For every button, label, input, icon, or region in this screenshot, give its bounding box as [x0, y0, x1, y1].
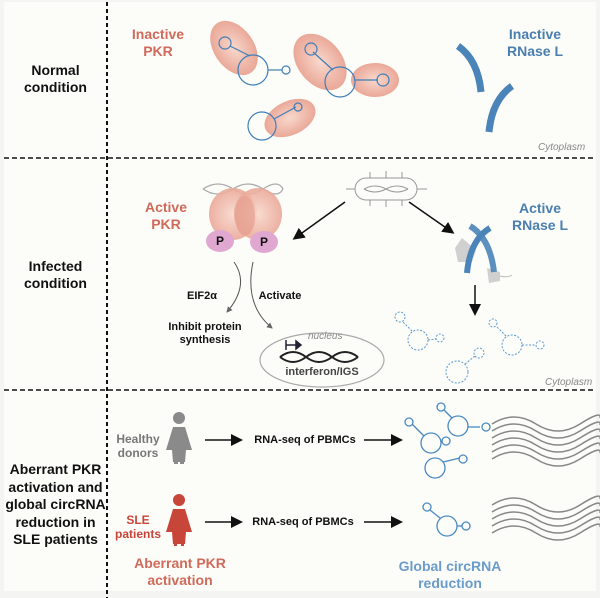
cytoplasm-label-infected: Cytoplasm [545, 377, 593, 388]
linear-rna-strand [491, 449, 600, 467]
linear-rna-strand [491, 502, 600, 520]
promoter-arrow-icon [285, 339, 303, 351]
linear-rna-strand [491, 428, 600, 446]
healthy-donors-label: Healthy donors [116, 432, 160, 461]
activate-label: Activate [258, 290, 302, 302]
linear-rna-strand [491, 509, 600, 527]
linear-rna-strand [491, 435, 600, 453]
row-label-sle: Aberrant PKR activation and global circR… [5, 461, 106, 547]
inactive-rnase-l-label: Inactive RNase L [506, 26, 564, 59]
linear-rna-strand [491, 495, 600, 513]
sle-patient-icon [166, 494, 192, 546]
rnaseq-healthy-label: RNA-seq of PBMCs [254, 434, 356, 446]
inhibit-protein-synthesis-label: Inhibit protein synthesis [168, 321, 242, 347]
degraded-circrna-icon [394, 311, 545, 384]
activate-arrow [250, 261, 273, 329]
arrow-to-rnase [408, 201, 455, 234]
healthy-linear-rna-icon [491, 414, 600, 467]
linear-rna-strand [491, 523, 600, 541]
interferon-igs-label: interferon/IGS [285, 366, 359, 378]
linear-rna-strand [491, 516, 600, 534]
inactive-pkr-icon [210, 20, 399, 138]
active-pkr-label: Active PKR [144, 199, 188, 232]
phospho-label-1: P [215, 234, 224, 248]
aberrant-pkr-activation-label: Aberrant PKR activation [134, 555, 226, 588]
nucleus-icon [259, 332, 385, 388]
inactive-rnase-l-icon [455, 43, 515, 133]
eif2a-arrow [226, 261, 242, 313]
inactive-pkr-label: Inactive PKR [131, 26, 185, 59]
nucleus-label: nucleus [308, 331, 343, 342]
row-label-infected: Infected condition [24, 258, 87, 291]
linear-rna-strand [491, 421, 600, 439]
sle-circrna-icon [422, 502, 471, 537]
active-rnase-l-icon [455, 223, 513, 283]
arrow-to-pkr [292, 201, 346, 240]
circrna-icon [218, 36, 390, 141]
gene-dna-icon [279, 351, 359, 363]
eif2a-label: EIF2α [187, 290, 217, 302]
rnaseq-sle-label: RNA-seq of PBMCs [252, 516, 354, 528]
phospho-label-2: P [259, 235, 268, 249]
cytoplasm-label-normal: Cytoplasm [538, 142, 586, 153]
row-label-normal: Normal condition [24, 62, 87, 95]
global-circrna-reduction-label: Global circRNA reduction [398, 558, 502, 591]
healthy-circrna-icon [404, 402, 491, 479]
sle-linear-rna-icon [491, 495, 600, 541]
row-dividers [4, 2, 596, 598]
linear-rna-strand [491, 414, 600, 432]
linear-rna-strand [491, 442, 600, 460]
healthy-donor-icon [166, 412, 192, 464]
virus-icon [346, 171, 427, 207]
sle-patients-label: SLE patients [114, 513, 161, 542]
active-pkr-icon [206, 188, 282, 253]
active-rnase-l-label: Active RNase L [511, 200, 569, 233]
